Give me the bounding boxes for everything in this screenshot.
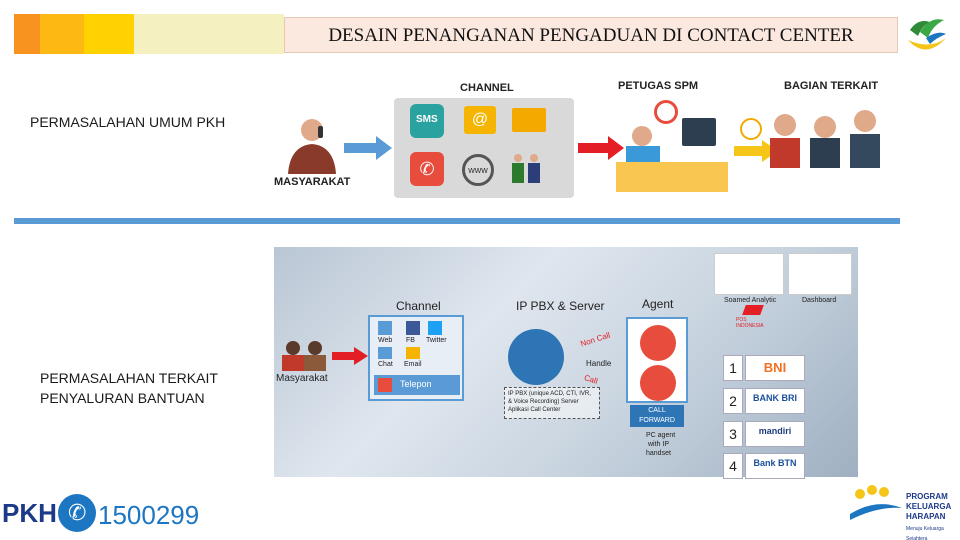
strip-yellow bbox=[84, 14, 134, 54]
desk bbox=[616, 162, 728, 192]
twitter-label: Twitter bbox=[426, 337, 447, 344]
agent-panel bbox=[626, 317, 688, 403]
web-icon bbox=[378, 321, 392, 335]
arrow-yellow-icon bbox=[734, 140, 778, 162]
pkh-brand-text: PKH bbox=[2, 498, 57, 528]
section-label-umum: PERMASALAHAN UMUM PKH bbox=[30, 114, 226, 130]
arrow-blue-icon bbox=[344, 136, 392, 160]
telepon-row: Telepon bbox=[374, 375, 460, 395]
strip-cream bbox=[134, 14, 284, 54]
telepon-label: Telepon bbox=[400, 379, 432, 389]
program-text-1: PROGRAM bbox=[906, 492, 948, 501]
pc-agent-label-2: with IP bbox=[648, 441, 670, 448]
pkh-hotline-logo: PKH ✆ 1500299 bbox=[2, 494, 202, 538]
diagram1-masyarakat-label: MASYARAKAT bbox=[274, 176, 351, 188]
bank-logo-4: Bank BTN bbox=[745, 453, 805, 479]
program-text-2: KELUARGA bbox=[906, 502, 952, 511]
channel-panel: Web FB Twitter Chat Email Telepon bbox=[368, 315, 464, 401]
officer-head bbox=[632, 126, 652, 146]
petugas-desk-illustration bbox=[616, 100, 728, 192]
agent-avatar-icon-2 bbox=[640, 365, 676, 401]
section-label-penyaluran-1: PERMASALAHAN TERKAIT bbox=[40, 370, 218, 386]
dashboard-thumbnail bbox=[788, 253, 852, 295]
bank-name: BNI bbox=[763, 360, 787, 375]
phone-icon-2 bbox=[378, 378, 392, 392]
call-forward-badge: CALL FORWARD bbox=[630, 405, 684, 427]
program-tagline: Menuju Keluarga Sejahtera bbox=[906, 526, 944, 540]
ip-pbx-header: IP PBX & Server bbox=[516, 299, 605, 313]
caller-person-icon bbox=[288, 119, 336, 174]
non-call-label: Non Call bbox=[579, 330, 612, 349]
diagram-contact-center-architecture: Soamed Analytic Dashboard Channel IP PBX… bbox=[274, 247, 858, 477]
phone-icon: ✆ bbox=[410, 152, 444, 186]
strip-amber bbox=[40, 14, 84, 54]
officer-body bbox=[626, 146, 660, 164]
pbx-description: IP PBX (unique ACD, CTI, IVR, & Voice Re… bbox=[508, 391, 591, 413]
phone-ring-icon: ✆ bbox=[58, 494, 96, 532]
bank-number-1: 1 bbox=[723, 355, 743, 381]
call-label: Call bbox=[582, 373, 599, 386]
chat-label: Chat bbox=[378, 361, 393, 368]
bank-logo-2: BANK BRI bbox=[745, 388, 805, 414]
web-label: Web bbox=[378, 337, 393, 344]
kemensos-logo-icon bbox=[908, 19, 946, 50]
www-icon: www bbox=[462, 154, 494, 186]
agent-header: Agent bbox=[642, 297, 674, 311]
handshake-people-icon bbox=[512, 154, 542, 186]
twitter-icon bbox=[428, 321, 442, 335]
arrow-red-icon-2 bbox=[332, 347, 368, 365]
strip-orange bbox=[14, 14, 40, 54]
section-divider bbox=[14, 218, 900, 224]
channel-box: SMS @ ✆ www bbox=[394, 98, 574, 198]
monitor-icon bbox=[682, 118, 716, 146]
clock-icon bbox=[654, 100, 678, 124]
hotline-number: 1500299 bbox=[98, 500, 200, 530]
bank-number-2: 2 bbox=[723, 388, 743, 414]
diagram-general-flow: CHANNEL PETUGAS SPM BAGIAN TERKAIT MASYA… bbox=[274, 70, 886, 200]
dashboard-label: Dashboard bbox=[802, 297, 837, 304]
handle-label: Handle bbox=[586, 359, 612, 368]
fb-label: FB bbox=[406, 337, 415, 344]
email-label: Email bbox=[404, 361, 422, 368]
bank-name: Bank BTN bbox=[753, 458, 797, 468]
bank-name: BANK BRI bbox=[753, 393, 797, 403]
related-staff-group bbox=[770, 106, 886, 170]
citizens-icon bbox=[280, 341, 330, 371]
analytics-thumbnail bbox=[714, 253, 784, 295]
pkh-swoosh-icon bbox=[850, 485, 902, 520]
server-cloud-icon bbox=[508, 329, 564, 385]
bank-logo-1: BNI bbox=[745, 355, 805, 381]
bank-name: mandiri bbox=[758, 426, 792, 436]
pkh-program-logo: PROGRAM KELUARGA HARAPAN Menuju Keluarga… bbox=[848, 478, 960, 540]
title-banner: DESAIN PENANGANAN PENGADUAN DI CONTACT C… bbox=[284, 17, 898, 53]
bank-number-4: 4 bbox=[723, 453, 743, 479]
email-icon bbox=[406, 347, 420, 359]
diagram1-bagian-header: BAGIAN TERKAIT bbox=[784, 80, 879, 92]
email-at-icon: @ bbox=[464, 106, 496, 134]
facebook-icon bbox=[406, 321, 420, 335]
bank-logo-3: mandiri bbox=[745, 421, 805, 447]
diagram1-channel-header: CHANNEL bbox=[460, 82, 514, 94]
page-title: DESAIN PENANGANAN PENGADUAN DI CONTACT C… bbox=[328, 25, 854, 46]
sms-icon: SMS bbox=[410, 104, 444, 138]
agent-avatar-icon-1 bbox=[640, 325, 676, 361]
diagram1-petugas-header: PETUGAS SPM bbox=[618, 80, 699, 92]
envelope-icon bbox=[512, 108, 546, 132]
timer-icon bbox=[740, 118, 762, 140]
soamed-label: Soamed Analytic bbox=[724, 297, 777, 304]
program-text-3: HARAPAN bbox=[906, 512, 946, 521]
pc-agent-label-3: handset bbox=[646, 450, 671, 457]
arrow-red-icon bbox=[578, 136, 624, 160]
pos-indonesia-logo-icon: POS INDONESIA bbox=[736, 305, 770, 329]
chat-icon bbox=[378, 347, 392, 359]
channel-header: Channel bbox=[396, 299, 441, 313]
pc-agent-label-1: PC agent bbox=[646, 432, 676, 439]
header-color-strip bbox=[14, 14, 284, 54]
section-label-penyaluran-2: PENYALURAN BANTUAN bbox=[40, 390, 205, 406]
masyarakat-label: Masyarakat bbox=[276, 373, 328, 384]
bank-number-3: 3 bbox=[723, 421, 743, 447]
pbx-description-box: IP PBX (unique ACD, CTI, IVR, & Voice Re… bbox=[504, 387, 600, 419]
